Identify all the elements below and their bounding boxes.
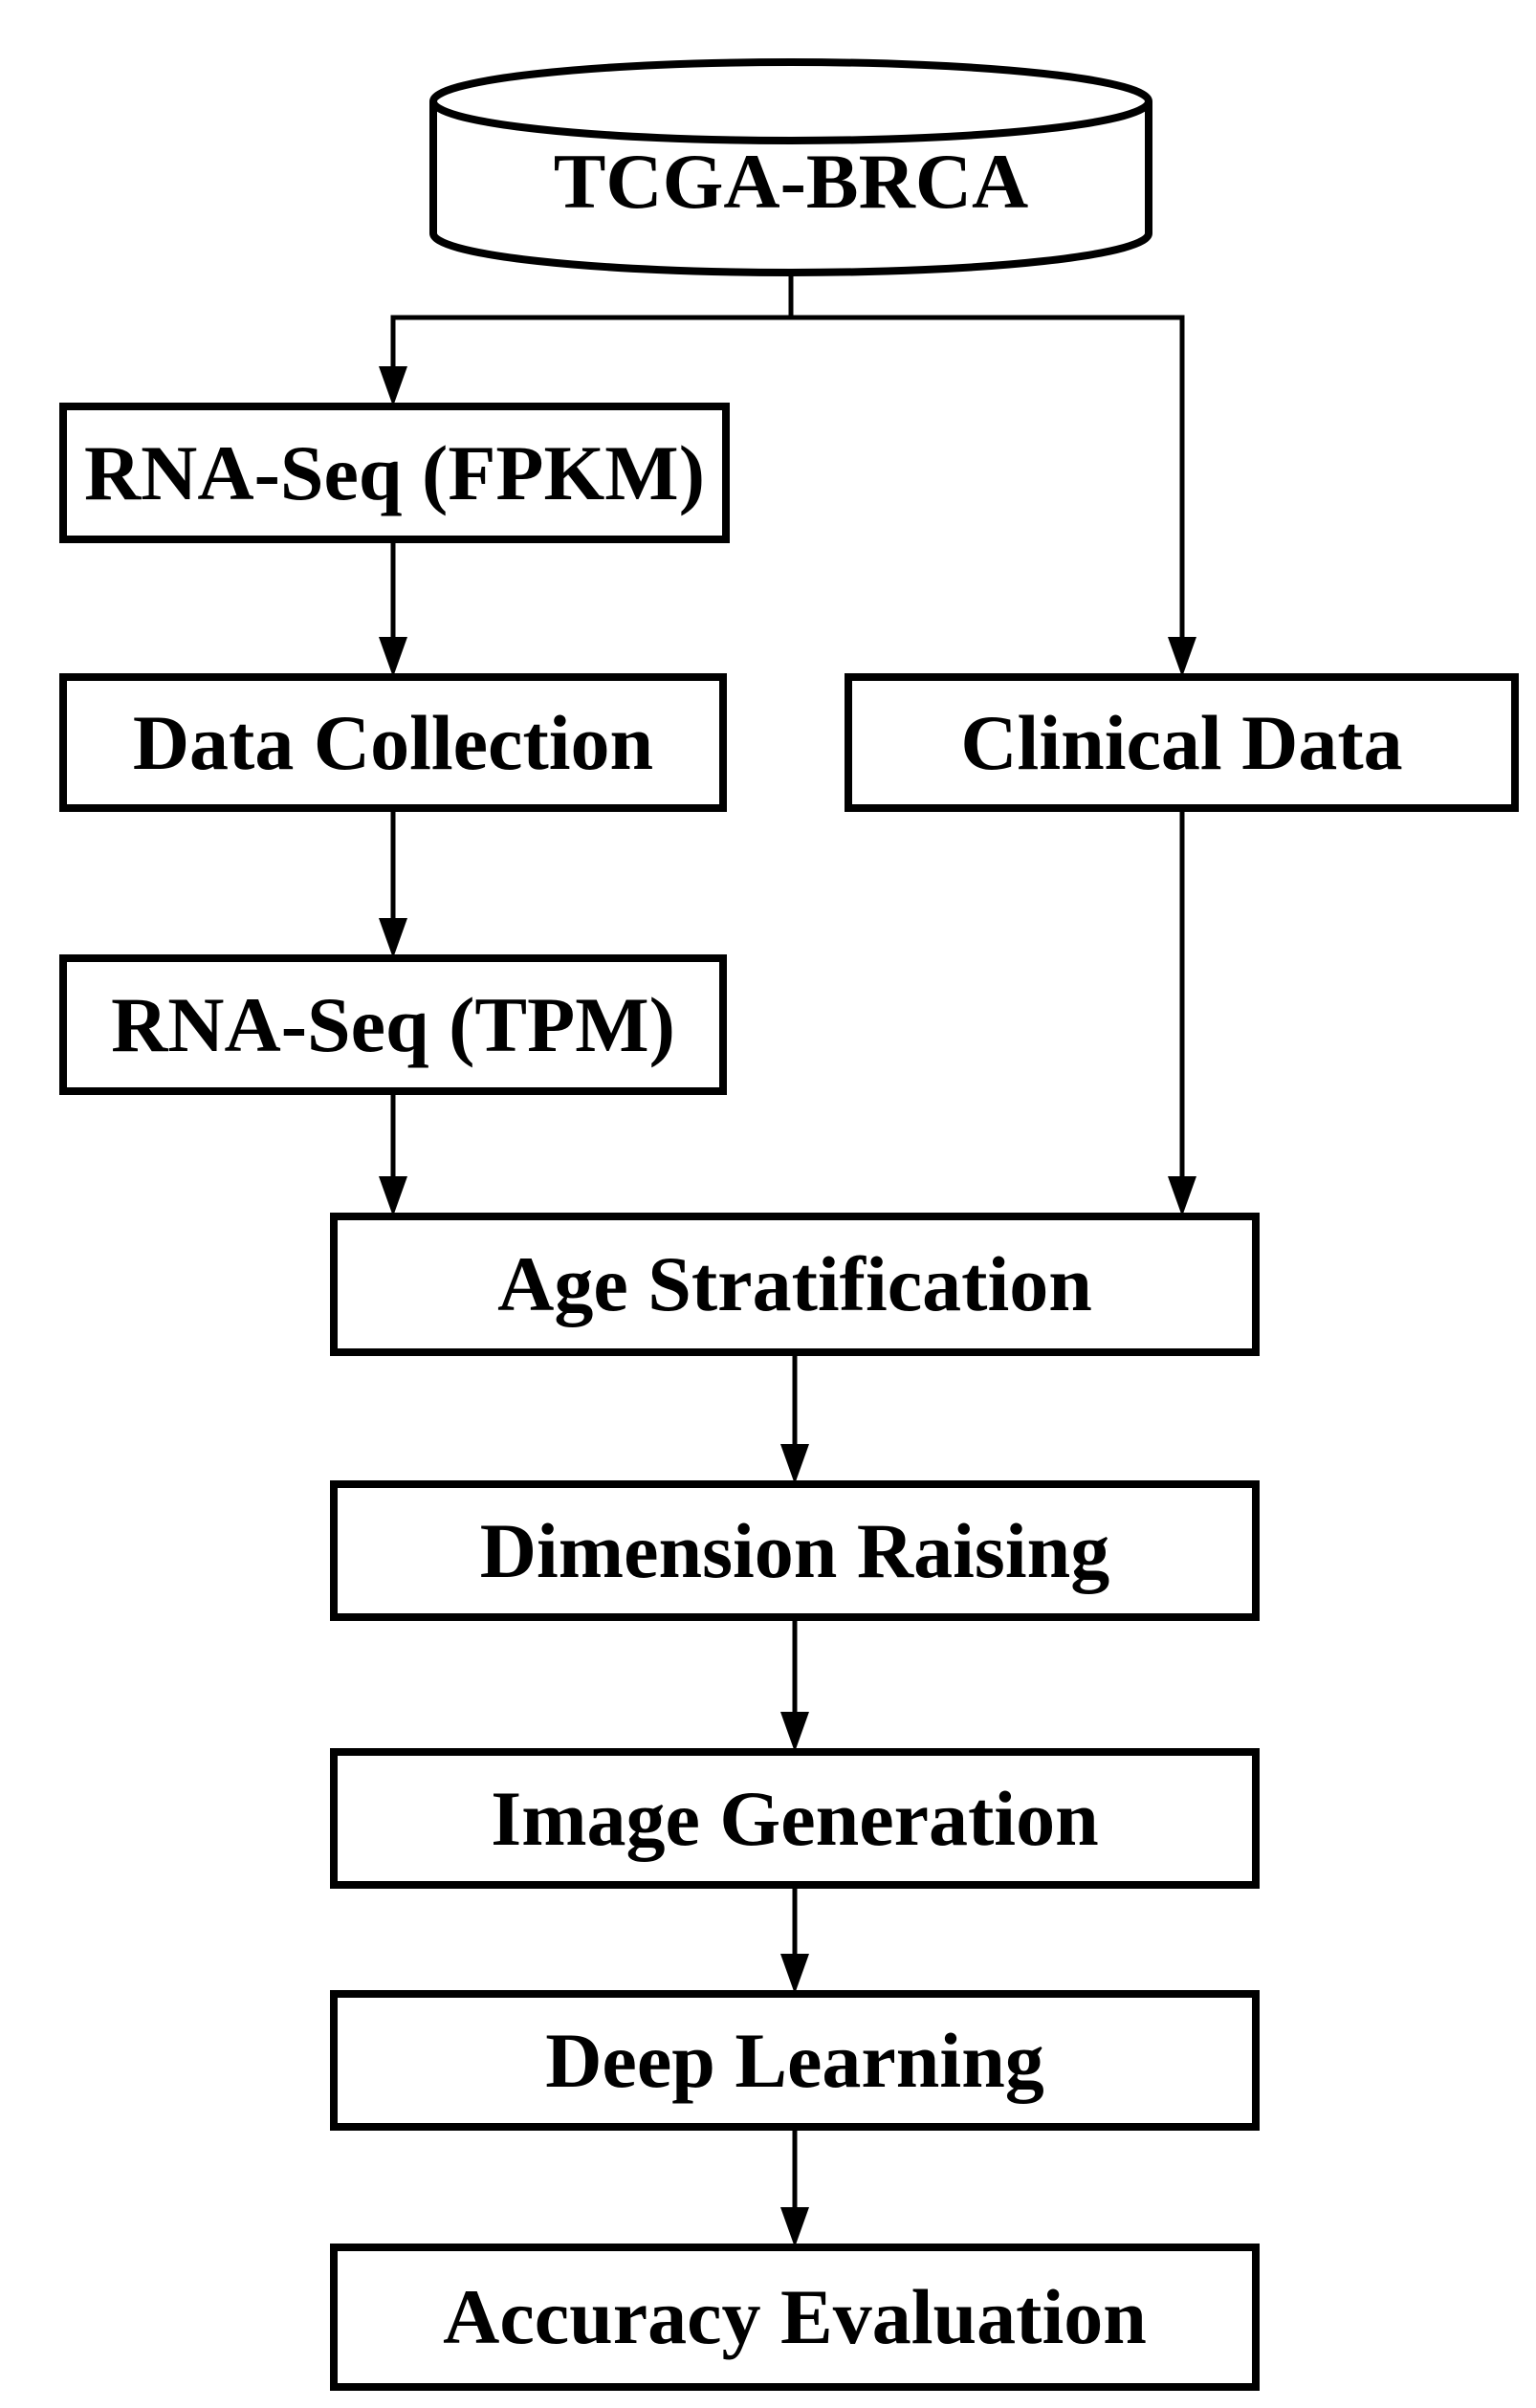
node-label: Image Generation [491, 1774, 1099, 1862]
flowchart-node-data-collection: Data Collection [59, 673, 727, 812]
flowchart-node-rna-seq-tpm: RNA-Seq (TPM) [59, 954, 727, 1095]
node-label: Accuracy Evaluation [443, 2273, 1147, 2360]
node-label: Data Collection [132, 698, 654, 786]
edge-rna-seq-tpm-to-age-stratification [379, 1093, 407, 1216]
edge-image-generation-to-deep-learning [780, 1887, 809, 1994]
edge-age-stratification-to-dimension-raising [780, 1354, 809, 1484]
database-cylinder [429, 58, 1152, 276]
database-cylinder-top [429, 58, 1152, 144]
flowchart-node-image-generation: Image Generation [330, 1748, 1260, 1889]
flowchart-node-dimension-raising: Dimension Raising [330, 1480, 1260, 1621]
edge-database-to-rna-seq-fpkm-and-clinical-data [379, 315, 1196, 677]
edge-dimension-raising-to-image-generation [780, 1619, 809, 1752]
flowchart-node-age-stratification: Age Stratification [330, 1213, 1260, 1356]
flowchart-node-clinical-data: Clinical Data [845, 673, 1519, 812]
node-label: Age Stratification [497, 1240, 1092, 1327]
flowchart-node-database: TCGA-BRCA [433, 124, 1149, 239]
arrowhead [379, 1176, 407, 1216]
arrowhead [780, 1954, 809, 1994]
node-label: RNA-Seq (FPKM) [83, 428, 706, 516]
arrowhead [780, 2207, 809, 2247]
node-label: Clinical Data [960, 698, 1403, 786]
edge-line [390, 315, 1185, 639]
arrowhead-to-clinical-data [1168, 637, 1196, 677]
node-label: RNA-Seq (TPM) [111, 980, 675, 1068]
arrowhead [1168, 1176, 1196, 1216]
arrowhead [780, 1444, 809, 1484]
flowchart-node-rna-seq-fpkm: RNA-Seq (FPKM) [59, 403, 730, 543]
node-label: Deep Learning [545, 2016, 1044, 2104]
edge-clinical-data-to-age-stratification [1168, 810, 1196, 1216]
arrowhead-to-rna-seq-fpkm [379, 366, 407, 406]
edge-deep-learning-to-accuracy-evaluation [780, 2129, 809, 2247]
arrowhead [780, 1712, 809, 1752]
flowchart-node-accuracy-evaluation: Accuracy Evaluation [330, 2244, 1260, 2391]
node-label: TCGA-BRCA [553, 138, 1029, 225]
node-label: Dimension Raising [479, 1506, 1110, 1594]
edge-rna-seq-fpkm-to-data-collection [379, 541, 407, 677]
edge-data-collection-to-rna-seq-tpm [379, 810, 407, 958]
flowchart-node-deep-learning: Deep Learning [330, 1990, 1260, 2131]
arrowhead [379, 918, 407, 958]
arrowhead [379, 637, 407, 677]
